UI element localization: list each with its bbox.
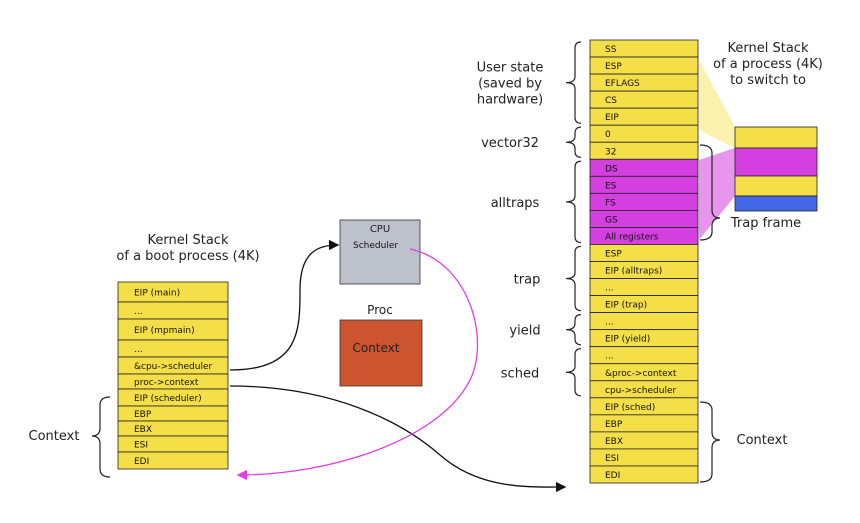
process-stack-cell-label: EBX [605,437,623,447]
process-stack-cell-label: All registers [605,232,659,242]
process-stack-cell-label: SS [605,45,617,55]
process-stack-group-label: hardware) [477,93,543,108]
boot-stack-cell [117,451,229,470]
trap-frame-projection [699,148,735,240]
boot-stack-title-line2: of a boot process (4K) [116,249,259,264]
proc-context-arrow [229,385,567,493]
process-stack-cell-label: &proc->context [605,369,677,379]
boot-stack-cell-label: EDI [134,457,149,467]
proc-stack-title-line2: of a process (4K) [713,57,823,72]
process-stack-group-brace [565,41,582,124]
boot-stack-cell-label: EIP (mpmain) [134,326,195,336]
process-stack-cell-label: ES [605,181,617,191]
scheduler-to-edi-arrow [236,248,478,481]
trap-frame-brace [699,144,721,241]
process-stack-braces [565,41,582,397]
boot-stack-cell-label: EIP (scheduler) [134,394,202,404]
user-state-projection [699,60,735,148]
boot-stack-cell-label: ESI [134,441,148,451]
process-stack-group-brace [565,314,582,346]
process-stack-cell-label: DS [605,164,618,174]
process-stack-cell-label: 32 [605,147,616,157]
process-stack-cell-label: EIP (trap) [605,301,647,311]
process-stack-group-label: vector32 [481,136,539,151]
process-stack-cell-label: ... [605,284,614,294]
mini-stack-yellow-top [734,126,818,149]
process-stack-group-label: yield [509,324,540,339]
proc-context-brace [699,401,721,483]
process-stack-cell-label: ... [605,318,614,328]
boot-stack-cell-label: ... [134,307,143,317]
process-stack-cell-label: CS [605,96,617,106]
mini-stack-blue [734,195,818,212]
proc-context-label: Context [737,433,788,448]
mini-stack-purple [734,147,818,177]
process-stack-cell-label: EIP (alltraps) [605,267,662,277]
process-stack-cell-label: EDI [605,471,620,481]
boot-stack-cell-label: EBX [134,425,152,435]
cpu-title: CPU [370,224,390,235]
process-stack-cell-label: 0 [605,130,611,140]
cpu-scheduler-arrow [229,239,340,371]
process-stack-cell-label: EBP [605,420,623,430]
mini-stack-yellow-bottom [734,175,818,197]
process-stack-group-brace [565,160,582,244]
process-stack-group-label: User state [477,61,544,76]
process-stack-group-label: alltraps [491,196,540,211]
process-stack-group-brace [565,245,582,312]
process-stack-cell-label: ESP [605,62,622,72]
proc-title: Proc [367,303,393,317]
boot-context-label: Context [29,429,80,444]
process-stack-group-label: (saved by [478,77,542,92]
process-stack-cell-label: ... [605,352,614,362]
process-stack-cell-label: EFLAGS [605,79,640,89]
process-stack-cell [589,465,699,484]
process-stack-group-label: sched [501,366,539,381]
process-stack-group-brace [565,348,582,397]
process-stack-cell-label: ESI [605,454,619,464]
proc-stack-title-line1: Kernel Stack [728,41,809,56]
proc-context-field: Context [352,341,399,355]
boot-stack-cell-label: ... [134,345,143,355]
boot-stack-title-line1: Kernel Stack [148,233,229,248]
process-stack-group-label: trap [514,273,541,288]
boot-stack-cell-label: proc->context [134,378,199,388]
trap-frame-label: Trap frame [730,216,801,231]
process-stack-cell-label: EIP [605,113,619,123]
proc-box [339,319,423,387]
boot-stack-cell-label: EIP (main) [134,289,180,299]
process-stack-cell-label: FS [605,198,616,208]
process-stack-cell-label: EIP (sched) [605,403,655,413]
proc-stack-title-line3: to switch to [730,73,806,88]
process-stack-cell-label: cpu->scheduler [605,386,676,396]
boot-stack-cell-label: &cpu->scheduler [134,362,213,372]
boot-context-brace [91,396,111,478]
boot-stack-cell-label: EBP [134,410,152,420]
process-stack-cell-label: ESP [605,249,622,259]
process-stack-group-brace [565,126,582,158]
process-stack-cell-label: EIP (yield) [605,335,650,345]
process-stack-cell-label: GS [605,215,618,225]
boot-stack: EIP (main)... EIP (mpmain)... &cpu->schedu… [117,281,229,470]
cpu-scheduler-field: Scheduler [353,241,398,251]
